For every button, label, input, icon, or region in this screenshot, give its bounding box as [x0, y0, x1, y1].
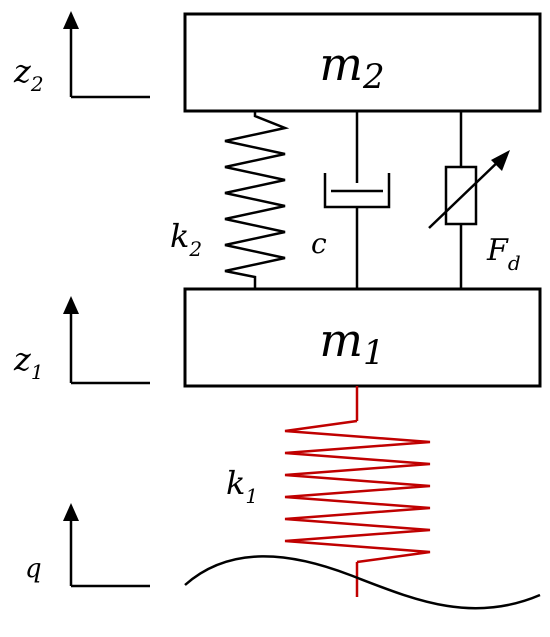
k1-label: k1 [226, 464, 258, 508]
upper-mass-block [183, 12, 542, 113]
z2-arrow-head [63, 11, 79, 29]
z1-arrow-head [63, 296, 79, 314]
z1-label: z1 [13, 340, 44, 384]
upper-spring [224, 111, 290, 289]
tire-spring [284, 419, 431, 564]
actuator [428, 111, 504, 289]
actuator-arrow-head [491, 150, 510, 171]
damper [323, 111, 391, 289]
q-label: q [25, 554, 42, 584]
fd-label: Fd [486, 233, 521, 275]
q-arrow-head [63, 503, 79, 521]
lower-mass-block [183, 287, 542, 388]
upper-mass-label: m2 [319, 37, 384, 97]
q-axis-marker [69, 516, 150, 588]
z1-axis-marker [69, 309, 150, 385]
z2-label: z2 [13, 52, 44, 96]
k2-label: k2 [170, 217, 202, 261]
c-label: c [311, 227, 327, 260]
road-surface [184, 555, 541, 610]
lower-mass-label: m1 [319, 313, 384, 373]
z2-axis-marker [69, 24, 150, 99]
